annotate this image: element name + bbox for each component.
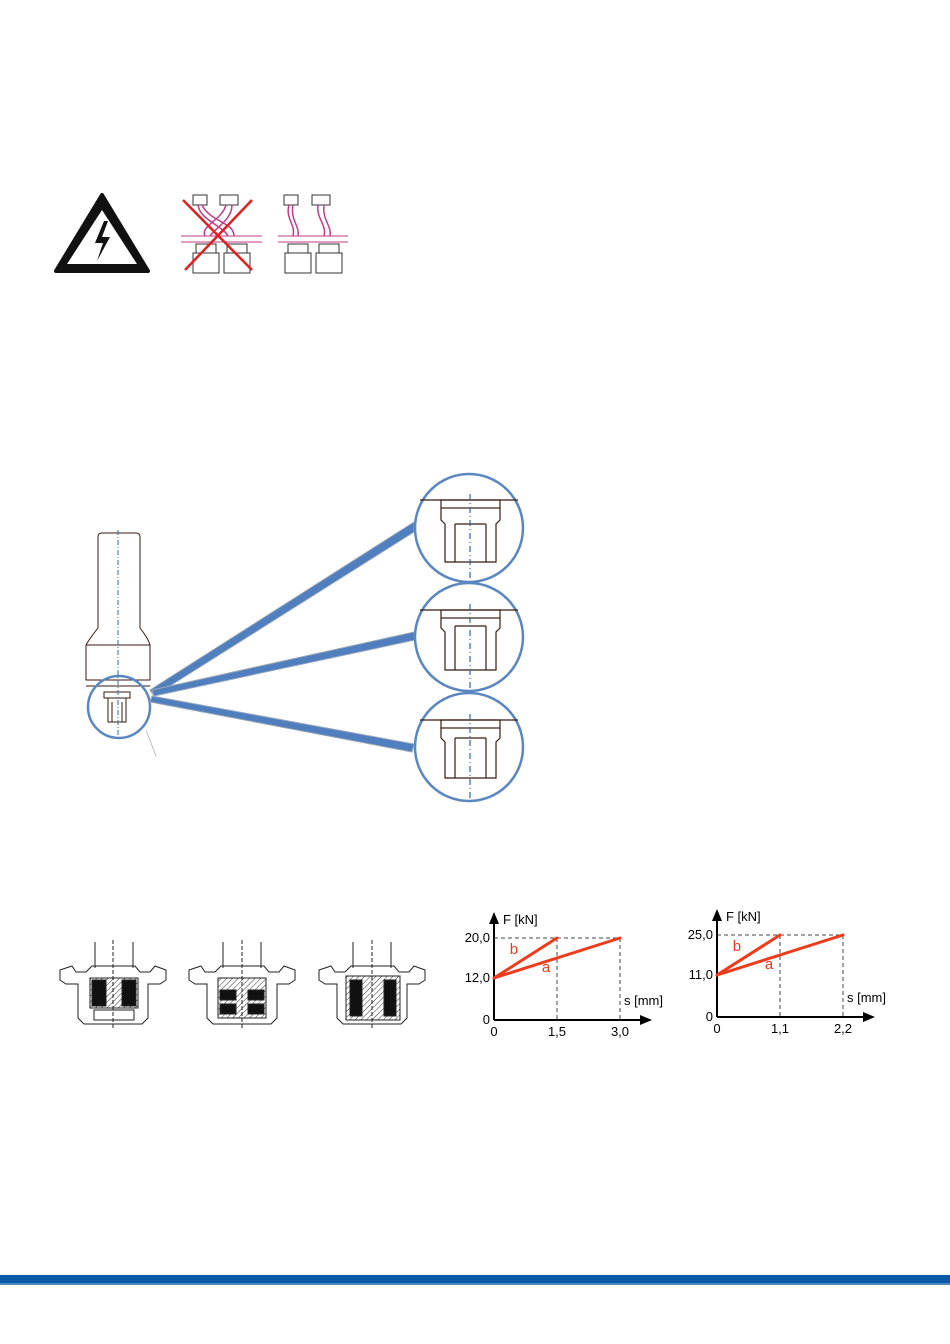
x-tick-label: 2,2 bbox=[834, 1021, 852, 1036]
y-axis-arrow bbox=[712, 909, 722, 921]
chart-2-group: b a 0 11,0 25,0 0 1,1 2,2 F [kN] s [mm] bbox=[688, 909, 886, 1036]
y-axis-label: F [kN] bbox=[726, 909, 761, 924]
y-tick-label: 25,0 bbox=[688, 927, 713, 942]
series-label-a: a bbox=[765, 956, 774, 973]
footer-bar-accent bbox=[0, 1283, 950, 1285]
x-axis-label: s [mm] bbox=[847, 990, 886, 1005]
y-tick-label: 11,0 bbox=[689, 967, 713, 982]
footer-bar bbox=[0, 1275, 950, 1283]
x-tick-label: 1,1 bbox=[771, 1021, 789, 1036]
x-tick-label: 0 bbox=[713, 1021, 720, 1036]
x-axis-arrow bbox=[863, 1012, 875, 1022]
series-label-b: b bbox=[733, 938, 741, 955]
y-tick-label: 0 bbox=[706, 1009, 713, 1024]
